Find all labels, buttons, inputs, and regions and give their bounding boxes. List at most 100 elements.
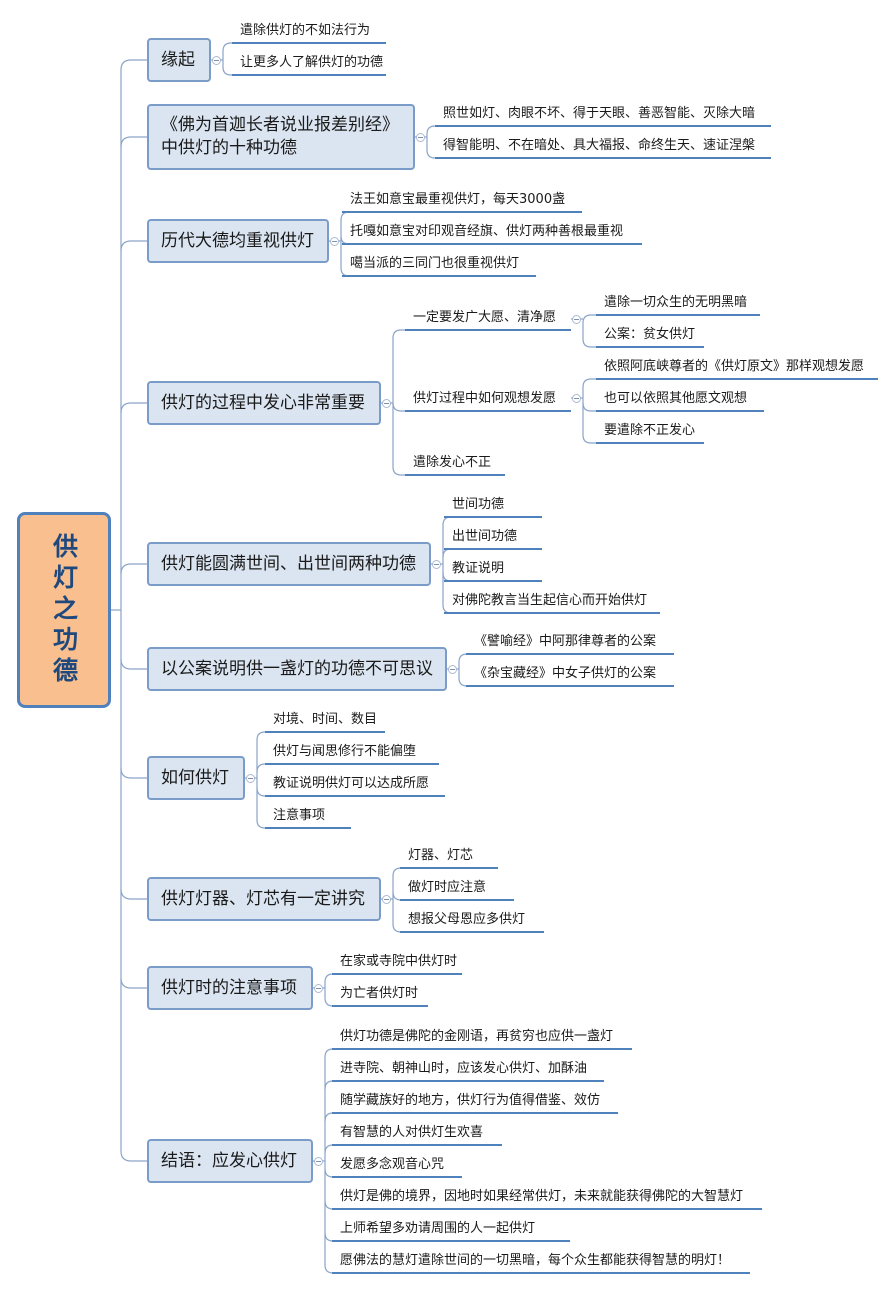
leaf-node[interactable]: 噶当派的三同门也很重视供灯 [350,256,520,271]
branch-node[interactable]: 结语：应发心供灯 [147,1139,313,1183]
connector [120,59,147,71]
collapse-toggle[interactable] [211,55,221,65]
connector [392,891,402,901]
branch-node[interactable]: 供灯灯器、灯芯有一定讲究 [147,877,381,921]
leaf-node[interactable]: 教证说明供灯可以达成所愿 [273,776,430,791]
leaf-node[interactable]: 得智能明、不在暗处、具大福报、命终生天、速证涅槃 [443,138,756,153]
branch-node[interactable]: 历代大德均重视供灯 [147,219,329,263]
collapse-toggle[interactable] [571,314,581,324]
connector [120,402,147,414]
connector [256,763,266,773]
connector [442,572,452,582]
collapse-toggle[interactable] [313,1156,323,1166]
leaf-node[interactable]: 也可以依照其他愿文观想 [604,391,748,406]
branch-node[interactable]: 供灯时的注意事项 [147,966,313,1010]
leaf-node[interactable]: 教证说明 [452,561,505,576]
leaf-node[interactable]: 托嘎如意宝对印观音经旗、供灯两种善根最重视 [350,224,624,239]
connector [442,548,452,558]
leaf-node[interactable]: 遣除一切众生的无明黑暗 [604,295,748,310]
connector [392,402,405,412]
leaf-node[interactable]: 供灯与闻思修行不能偏堕 [273,744,417,759]
connector [582,314,596,324]
leaf-node[interactable]: 上师希望多劝请周围的人一起供灯 [340,1221,536,1236]
sub-branch-node[interactable]: 遣除发心不正 [413,455,492,470]
leaf-node[interactable]: 发愿多念观音心咒 [340,1157,445,1172]
connector [392,923,402,933]
connector [324,1264,334,1274]
leaf-node[interactable]: 注意事项 [273,808,326,823]
sub-branch-node[interactable]: 供灯过程中如何观想发愿 [413,391,557,406]
connector [340,267,350,277]
connector [324,1080,334,1090]
collapse-toggle[interactable] [415,132,425,142]
connector [222,42,232,52]
collapse-toggle[interactable] [329,236,339,246]
connector [120,658,147,670]
connector [392,329,405,339]
connector [256,787,266,797]
collapse-toggle[interactable] [313,983,323,993]
connector [392,867,402,877]
leaf-node[interactable]: 供灯功德是佛陀的金刚语，再贫穷也应供一盏灯 [340,1029,614,1044]
branch-node[interactable]: 供灯能圆满世间、出世间两种功德 [147,542,431,586]
leaf-node[interactable]: 进寺院、朝神山时，应该发心供灯、加酥油 [340,1061,588,1076]
connector [120,977,147,989]
collapse-toggle[interactable] [571,393,581,403]
collapse-toggle[interactable] [381,398,391,408]
leaf-node[interactable]: 为亡者供灯时 [340,986,419,1001]
sub-branch-node[interactable]: 一定要发广大愿、清净愿 [413,310,557,325]
leaf-node[interactable]: 《杂宝藏经》中女子供灯的公案 [474,666,657,681]
connector [324,1112,334,1122]
collapse-toggle[interactable] [431,559,441,569]
leaf-node[interactable]: 随学藏族好的地方，供灯行为值得借鉴、效仿 [340,1093,601,1108]
connector [582,378,596,388]
collapse-toggle[interactable] [245,773,255,783]
connector [222,66,232,76]
connector [324,1144,334,1154]
leaf-node[interactable]: 供灯是佛的境界，因地时如果经常供灯，未来就能获得佛陀的大智慧灯 [340,1189,744,1204]
connector [120,767,147,779]
branch-node[interactable]: 以公案说明供一盏灯的功德不可思议 [147,647,447,691]
leaf-node[interactable]: 要遣除不正发心 [604,423,696,438]
connector [256,731,266,741]
leaf-node[interactable]: 世间功德 [452,497,505,512]
connector [426,149,436,159]
leaf-node[interactable]: 依照阿底峡尊者的《供灯原文》那样观想发愿 [604,359,865,374]
connector [426,125,436,135]
connector [324,1048,334,1058]
connector [120,888,147,900]
leaf-node[interactable]: 对佛陀教言当生起信心而开始供灯 [452,593,648,608]
leaf-node[interactable]: 有智慧的人对供灯生欢喜 [340,1125,484,1140]
branch-node[interactable]: 缘起 [147,38,211,82]
leaf-node[interactable]: 法王如意宝最重视供灯，每天3000盏 [350,192,566,207]
connector [120,1150,147,1162]
connector [392,466,405,476]
leaf-node[interactable]: 在家或寺院中供灯时 [340,954,458,969]
connector [442,604,452,614]
root-node[interactable]: 供灯之功德 [17,512,111,708]
connector [120,240,147,252]
leaf-node[interactable]: 出世间功德 [452,529,518,544]
leaf-node[interactable]: 《譬喻经》中阿那律尊者的公案 [474,634,657,649]
branch-node[interactable]: 如何供灯 [147,756,245,800]
branch-node[interactable]: 供灯的过程中发心非常重要 [147,381,381,425]
leaf-node[interactable]: 对境、时间、数目 [273,712,378,727]
leaf-node[interactable]: 遣除供灯的不如法行为 [240,23,371,38]
connector [120,563,147,575]
connector [458,653,468,663]
connector [324,1168,334,1178]
branch-node[interactable]: 《佛为首迦长者说业报差别经》中供灯的十种功德 [147,104,415,170]
collapse-toggle[interactable] [447,664,457,674]
collapse-toggle[interactable] [381,894,391,904]
leaf-node[interactable]: 想报父母恩应多供灯 [408,912,526,927]
root-title: 供灯之功德 [49,532,79,688]
leaf-node[interactable]: 公案：贫女供灯 [604,327,696,342]
connector [582,402,596,412]
leaf-node[interactable]: 灯器、灯芯 [408,848,474,863]
connector [324,1200,334,1210]
leaf-node[interactable]: 愿佛法的慧灯遣除世间的一切黑暗，每个众生都能获得智慧的明灯！ [340,1253,731,1268]
leaf-node[interactable]: 做灯时应注意 [408,880,487,895]
leaf-node[interactable]: 照世如灯、肉眼不坏、得于天眼、善恶智能、灭除大暗 [443,106,756,121]
leaf-node[interactable]: 让更多人了解供灯的功德 [240,55,384,70]
